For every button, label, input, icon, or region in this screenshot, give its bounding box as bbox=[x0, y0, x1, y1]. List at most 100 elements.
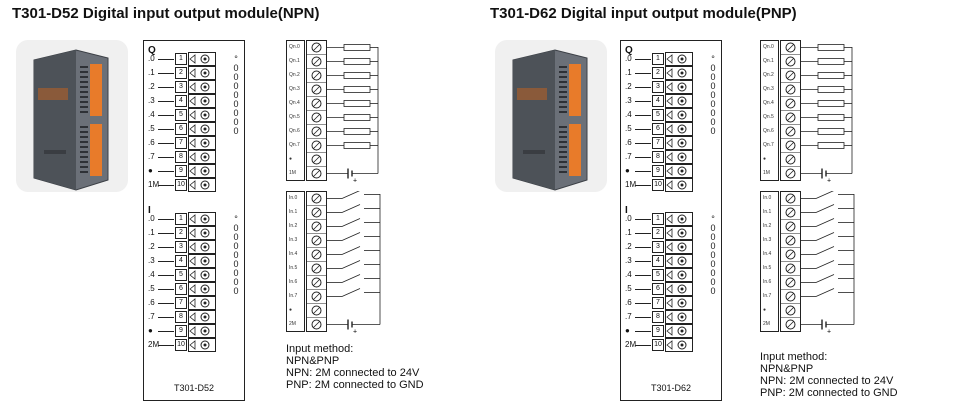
terminal-number: 1 bbox=[175, 213, 187, 225]
pin-label: ● bbox=[148, 326, 153, 335]
resistor-icon bbox=[817, 142, 845, 149]
pin-leader-line bbox=[635, 261, 651, 262]
wiring-terminal-label: In.5 bbox=[763, 264, 772, 271]
svg-text:+: + bbox=[353, 178, 357, 185]
wiring-terminal-label: ● bbox=[289, 155, 293, 162]
pin-leader-line bbox=[158, 59, 174, 60]
note-line: PNP: 2M connected to GND bbox=[286, 379, 424, 391]
pin-label: .5 bbox=[625, 284, 632, 293]
screw-terminal-icon bbox=[665, 164, 693, 178]
screw-terminal-icon bbox=[665, 240, 693, 254]
wiring-terminal-label: Qn.2 bbox=[763, 71, 774, 78]
wiring-terminal-label: Qn.1 bbox=[763, 57, 774, 64]
pin-label: .1 bbox=[148, 228, 155, 237]
pin-leader-line bbox=[158, 317, 174, 318]
switch-icon bbox=[815, 204, 835, 213]
terminal-number: 9 bbox=[175, 325, 187, 337]
wiring-terminal-label: In.5 bbox=[289, 264, 298, 271]
terminal-number: 7 bbox=[652, 297, 664, 309]
panel-title: T301-D62 Digital input output module(PNP… bbox=[490, 5, 797, 22]
pin-label: .6 bbox=[625, 298, 632, 307]
pin-label: .3 bbox=[148, 256, 155, 265]
terminal-number: 1 bbox=[175, 53, 187, 65]
pin-leader-line bbox=[635, 289, 651, 290]
terminal-number: 3 bbox=[175, 81, 187, 93]
switch-icon bbox=[341, 191, 360, 199]
screw-terminal-icon bbox=[188, 338, 216, 352]
wiring-terminal-label: Qn.6 bbox=[763, 127, 774, 134]
screw-terminal-icon bbox=[188, 212, 216, 226]
wiring-terminal-label: 1M bbox=[763, 169, 770, 176]
note-line: Input method: bbox=[286, 343, 354, 355]
pin-leader-line bbox=[635, 101, 651, 102]
note-line: Input method: bbox=[760, 351, 828, 363]
terminal-number: 4 bbox=[175, 255, 187, 267]
pin-leader-line bbox=[635, 247, 651, 248]
wiring-terminal-label: In.3 bbox=[289, 236, 298, 243]
pin-leader-line bbox=[158, 261, 174, 262]
pin-label: .4 bbox=[625, 110, 632, 119]
wiring-terminal-label: In.1 bbox=[763, 208, 772, 215]
screw-terminal-icon bbox=[665, 268, 693, 282]
terminal-number: 6 bbox=[175, 283, 187, 295]
resistor-icon bbox=[817, 86, 845, 93]
pin-label: .7 bbox=[625, 152, 632, 161]
pin-leader-line bbox=[635, 171, 651, 172]
switch-icon bbox=[815, 191, 834, 199]
resistor-icon bbox=[817, 72, 845, 79]
switch-icon bbox=[815, 260, 835, 269]
pin-leader-line bbox=[635, 345, 651, 346]
terminal-number: 10 bbox=[652, 339, 664, 351]
terminal-number: 3 bbox=[175, 241, 187, 253]
pin-leader-line bbox=[158, 185, 174, 186]
resistor-icon bbox=[343, 100, 371, 107]
switch-icon bbox=[341, 274, 361, 283]
wiring-terminal-label: Qn.4 bbox=[289, 99, 300, 106]
resistor-icon bbox=[817, 128, 845, 135]
pin-leader-line bbox=[158, 219, 174, 220]
switch-icon bbox=[815, 246, 835, 255]
terminal-number: 8 bbox=[175, 151, 187, 163]
pin-label: ● bbox=[625, 166, 630, 175]
pin-label: .1 bbox=[625, 228, 632, 237]
resistor-icon bbox=[817, 44, 845, 51]
pin-label: 1M bbox=[625, 180, 637, 189]
pin-label: .5 bbox=[148, 124, 155, 133]
wiring-terminal-label: ● bbox=[289, 306, 293, 313]
wiring-terminal-label: Qn.7 bbox=[763, 141, 774, 148]
pin-label: .2 bbox=[625, 242, 632, 251]
wiring-terminal-label: Qn.2 bbox=[289, 71, 300, 78]
screw-terminal-icon bbox=[665, 178, 693, 192]
pin-label: .0 bbox=[625, 214, 632, 223]
pin-label: .7 bbox=[625, 312, 632, 321]
wiring-terminal-label: 1M bbox=[289, 169, 296, 176]
screw-terminal-icon bbox=[665, 254, 693, 268]
wiring-terminal-label: Qn.0 bbox=[763, 43, 774, 50]
pin-leader-line bbox=[635, 275, 651, 276]
screw-terminal-icon bbox=[188, 122, 216, 136]
screw-terminal-icon bbox=[665, 296, 693, 310]
note-line: NPN&PNP bbox=[760, 363, 814, 375]
terminal-number: 4 bbox=[652, 95, 664, 107]
pin-leader-line bbox=[635, 143, 651, 144]
terminal-number: 2 bbox=[175, 227, 187, 239]
note-line: PNP: 2M connected to GND bbox=[760, 387, 898, 399]
pin-leader-line bbox=[158, 101, 174, 102]
wiring-terminal-label: Qn.6 bbox=[289, 127, 300, 134]
pin-leader-line bbox=[158, 129, 174, 130]
terminal-number: 10 bbox=[175, 179, 187, 191]
resistor-icon bbox=[817, 114, 845, 121]
screw-terminal-icon bbox=[665, 338, 693, 352]
section-label: I bbox=[148, 205, 151, 216]
screw-terminal-icon bbox=[665, 122, 693, 136]
terminal-number: 7 bbox=[175, 137, 187, 149]
screw-terminal-icon bbox=[188, 108, 216, 122]
svg-text:+: + bbox=[353, 329, 357, 336]
